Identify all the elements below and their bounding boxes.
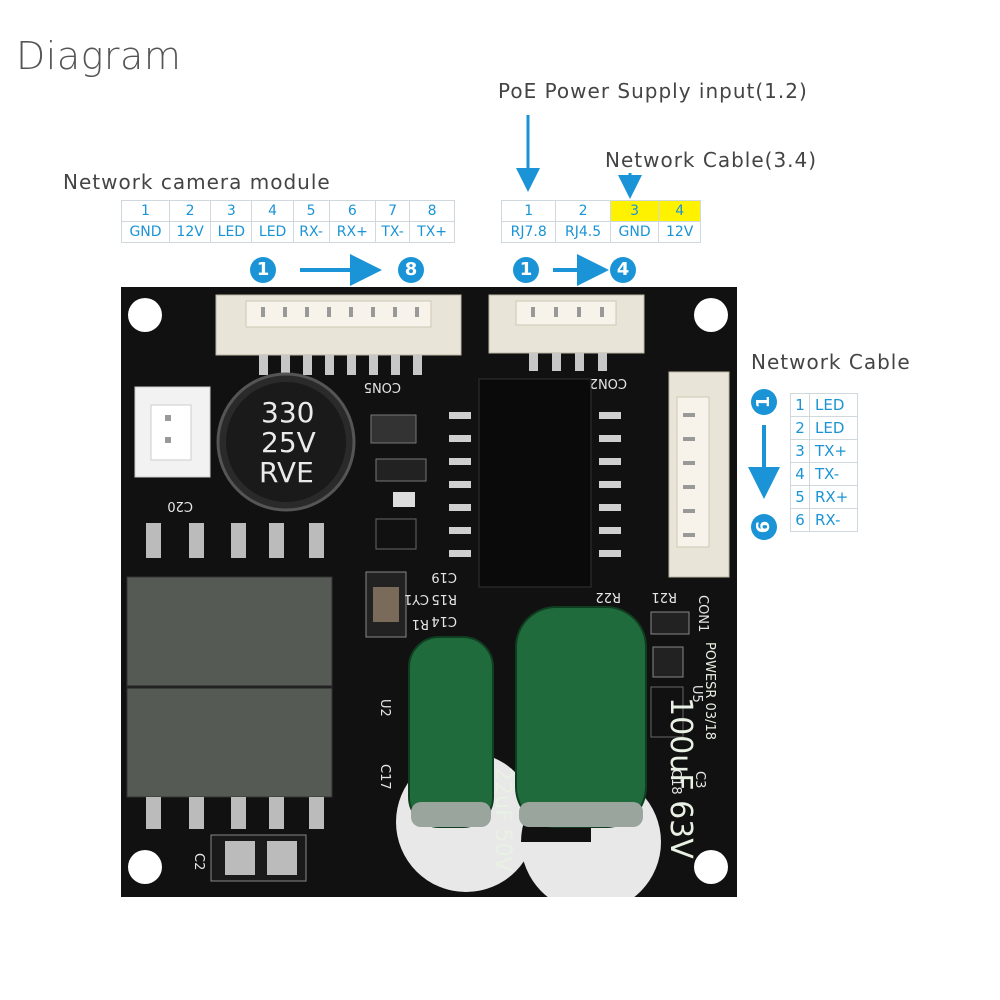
c18-silkscreen: C18 [668,769,683,795]
camera-pin-number: 4 [251,200,294,222]
poe-pin-number-highlighted: 4 [658,200,701,222]
camera-pin-name: TX+ [409,221,455,243]
camera-pin-name: RX+ [328,221,377,243]
smd-part [650,611,690,635]
u2-silkscreen: U2 [377,699,392,717]
u5-silkscreen: U5 [689,685,704,703]
mounting-hole-icon [694,850,728,884]
camera-pin-name: LED [251,221,294,243]
c3-silkscreen: C3 [692,771,707,788]
camera-module-label: Network camera module [63,170,331,194]
c2-silkscreen: C2 [191,853,206,870]
con1-silkscreen: CON1 [695,595,710,632]
smd-resistor [393,492,415,507]
c20-silkscreen: C20 [167,498,193,513]
poe-start-marker: 1 [513,257,539,283]
cable-pin-name: LED [809,416,858,440]
cy1-silkscreen: CY1 [404,591,429,606]
cable-start-marker: 1 [751,389,777,415]
cable-pin-name: TX+ [809,439,858,463]
mounting-hole-icon [128,850,162,884]
r21-silkscreen: R21 [651,589,677,604]
camera-pin-name: TX- [375,221,411,243]
capacitor-100uf [515,606,661,897]
con1-connector [668,371,730,578]
con5-connector [215,294,462,375]
poe-pin-name: RJ7.8 [500,221,557,243]
poe-input-label: PoE Power Supply input(1.2) [498,79,808,103]
smd-part [652,646,684,678]
smd-part [375,458,427,482]
r22-silkscreen: R22 [595,589,621,604]
capacitor-330uf [216,372,356,512]
camera-pin-name: LED [210,221,253,243]
mounting-hole-icon [128,298,162,332]
c19-silkscreen: C19 [431,569,457,584]
r1-silkscreen: R1 [412,616,429,631]
u5-ic [650,686,684,738]
poe-pin-name: GND [609,221,660,243]
c2-pad [225,841,255,875]
two-pin-connector [134,386,211,478]
con2-connector [488,294,645,371]
c2-pad [267,841,297,875]
poe-pin-name: 12V [658,221,701,243]
ic-pins [449,412,621,557]
cap-rve-text: RVE [259,456,314,489]
c14-silkscreen: C14 [431,613,457,628]
cap-25v-text: 25V [261,426,316,459]
poe-pin-number-highlighted: 3 [609,200,660,222]
mounting-hole-icon [694,298,728,332]
cap-330-text: 330 [261,396,314,429]
smd-transistor [375,518,417,550]
con2-silkscreen: CON2 [590,375,627,390]
camera-pin-name: GND [120,221,171,243]
cable-pin-name: LED [809,393,858,417]
cap-100uf-text: 100uF 63V [663,697,698,859]
camera-pin-table: 1 2 3 4 5 6 7 8 GND 12V LED LED RX- RX+ … [120,200,455,243]
cable-pin-name: RX+ [809,485,858,509]
cam-end-marker: 8 [398,257,424,283]
r15-silkscreen: R15 [431,591,457,606]
transformer [126,523,333,829]
poe-ic [478,378,592,588]
cam-start-marker: 1 [250,257,276,283]
pcb-board: CON5 CON2 CON1 C20 330 25V R [121,287,737,897]
poe-end-marker: 4 [610,257,636,283]
network-cable-label: Network Cable [751,350,911,374]
cap-brand-text: POWESR 03/18 [702,642,717,740]
cable-pin-name: RX- [809,508,858,532]
poe-pin-name: RJ4.5 [555,221,611,243]
c17-silkscreen: C17 [377,764,392,790]
network-cable-34-label: Network Cable(3.4) [605,148,818,172]
cy1-part [365,571,407,638]
capacitor-22uf [396,636,536,892]
poe-pin-table: 1 2 3 4 RJ7.8 RJ4.5 GND 12V [500,200,701,243]
cap-22uf-text: 22uF 50V [490,767,515,872]
smd-part [370,414,417,444]
con5-silkscreen: CON5 [364,379,401,394]
page-title: Diagram [16,34,182,78]
cable-pin-name: TX- [809,462,858,486]
camera-pin-name: RX- [292,221,330,243]
cable-end-marker: 6 [751,514,777,540]
camera-pin-number: 5 [292,200,330,222]
cy1-body [373,587,399,622]
